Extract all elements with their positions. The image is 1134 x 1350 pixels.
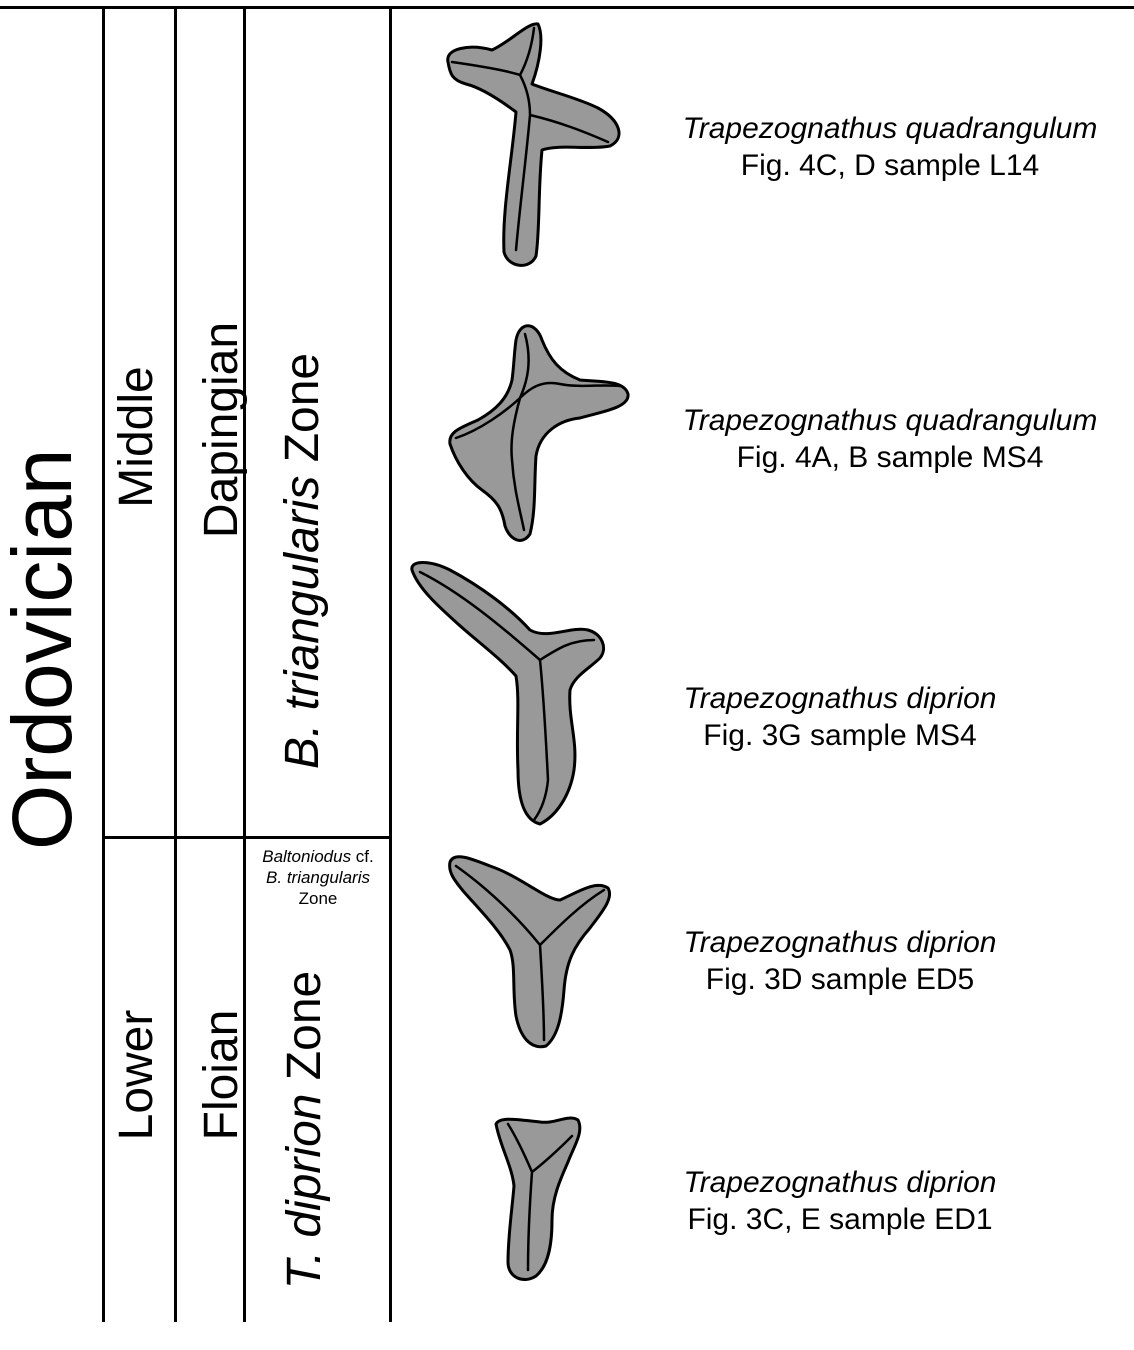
specimen-reference: Fig. 3G sample MS4	[703, 719, 976, 752]
specimen-caption-1: Trapezognathus quadrangulum Fig. 4C, D s…	[640, 110, 1134, 184]
species-name: Trapezognathus diprion	[684, 682, 997, 715]
conodont-specimen-3	[412, 563, 604, 825]
conodont-specimen-1	[448, 24, 619, 266]
specimen-caption-4: Trapezognathus diprion Fig. 3D sample ED…	[600, 924, 1080, 998]
specimen-reference: Fig. 4C, D sample L14	[741, 149, 1039, 182]
specimen-caption-2: Trapezognathus quadrangulum Fig. 4A, B s…	[640, 402, 1134, 476]
species-name: Trapezognathus diprion	[684, 1166, 997, 1199]
specimen-caption-5: Trapezognathus diprion Fig. 3C, E sample…	[600, 1164, 1080, 1238]
conodont-specimen-4	[450, 857, 610, 1047]
conodont-drawings	[0, 0, 1134, 1322]
species-name: Trapezognathus quadrangulum	[683, 112, 1098, 145]
specimen-caption-3: Trapezognathus diprion Fig. 3G sample MS…	[600, 680, 1080, 754]
stratigraphic-figure: Ordovician Middle Lower Dapingian Floian…	[0, 0, 1134, 1322]
species-name: Trapezognathus diprion	[684, 926, 997, 959]
specimen-reference: Fig. 4A, B sample MS4	[737, 441, 1044, 474]
conodont-specimen-2	[450, 326, 628, 541]
species-name: Trapezognathus quadrangulum	[683, 404, 1098, 437]
specimen-reference: Fig. 3C, E sample ED1	[687, 1203, 992, 1236]
specimen-reference: Fig. 3D sample ED5	[706, 963, 974, 996]
